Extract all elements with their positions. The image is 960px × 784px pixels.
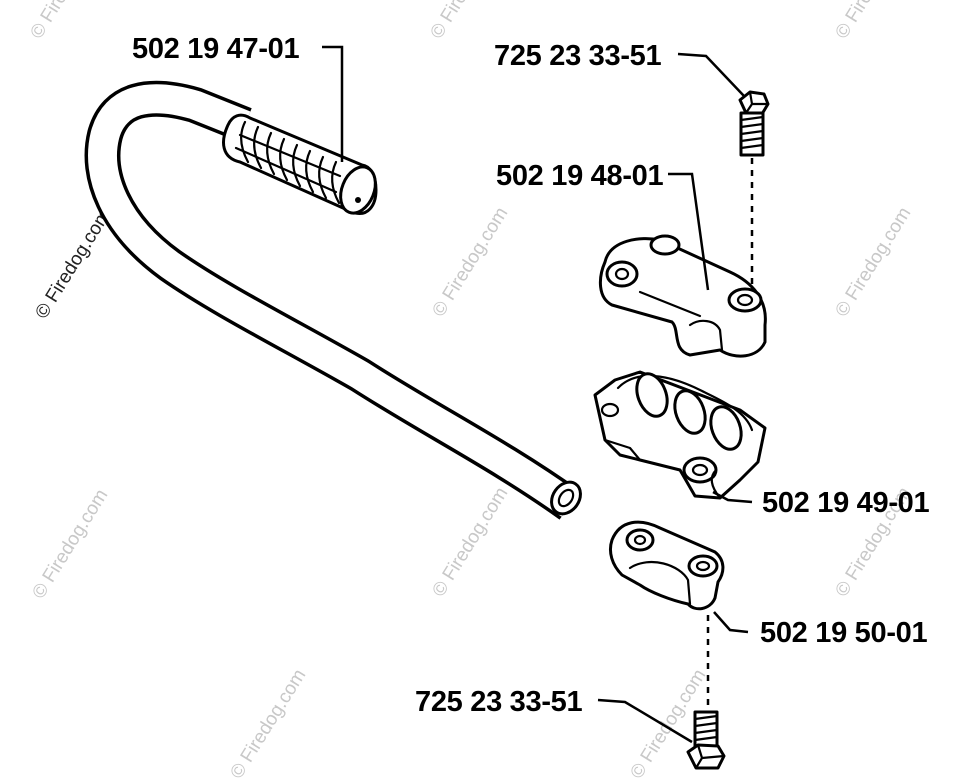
- label-bottom-screw: 725 23 33-51: [415, 686, 582, 718]
- leader-handle-grip: [322, 45, 344, 162]
- handle-grip: [222, 113, 378, 215]
- watermark: © Firedog.com: [426, 0, 510, 43]
- handle-tube: [84, 80, 582, 520]
- leader-upper-clamp: [668, 172, 710, 291]
- top-screw: [738, 90, 770, 157]
- label-top-screw: 725 23 33-51: [494, 40, 661, 72]
- tube-end: [550, 480, 582, 516]
- lower-clamp: [608, 520, 725, 611]
- watermark: © Firedog.com: [831, 204, 915, 321]
- watermark: © Firedog.com: [31, 206, 115, 323]
- leader-middle-clamp: [712, 490, 753, 504]
- middle-clamp: [593, 370, 767, 500]
- watermark: © Firedog.com: [226, 666, 310, 783]
- watermark: © Firedog.com: [831, 0, 915, 43]
- label-lower-clamp: 502 19 50-01: [760, 617, 927, 649]
- watermark-layer: © Firedog.com © Firedog.com © Firedog.co…: [26, 0, 915, 783]
- leader-lines: [322, 45, 754, 744]
- label-upper-clamp: 502 19 48-01: [496, 160, 663, 192]
- leader-lower-clamp: [713, 611, 749, 634]
- part-labels: 502 19 47-01 725 23 33-51 502 19 48-01 5…: [132, 33, 930, 718]
- watermark: © Firedog.com: [26, 0, 110, 43]
- leader-top-screw: [677, 52, 745, 97]
- label-middle-clamp: 502 19 49-01: [762, 487, 929, 519]
- label-handle-grip: 502 19 47-01: [132, 33, 299, 65]
- watermark: © Firedog.com: [428, 204, 512, 321]
- leader-bottom-screw: [597, 698, 693, 744]
- watermark: © Firedog.com: [28, 486, 112, 603]
- watermark: © Firedog.com: [428, 484, 512, 601]
- upper-clamp: [598, 234, 767, 358]
- bottom-screw: [686, 710, 726, 770]
